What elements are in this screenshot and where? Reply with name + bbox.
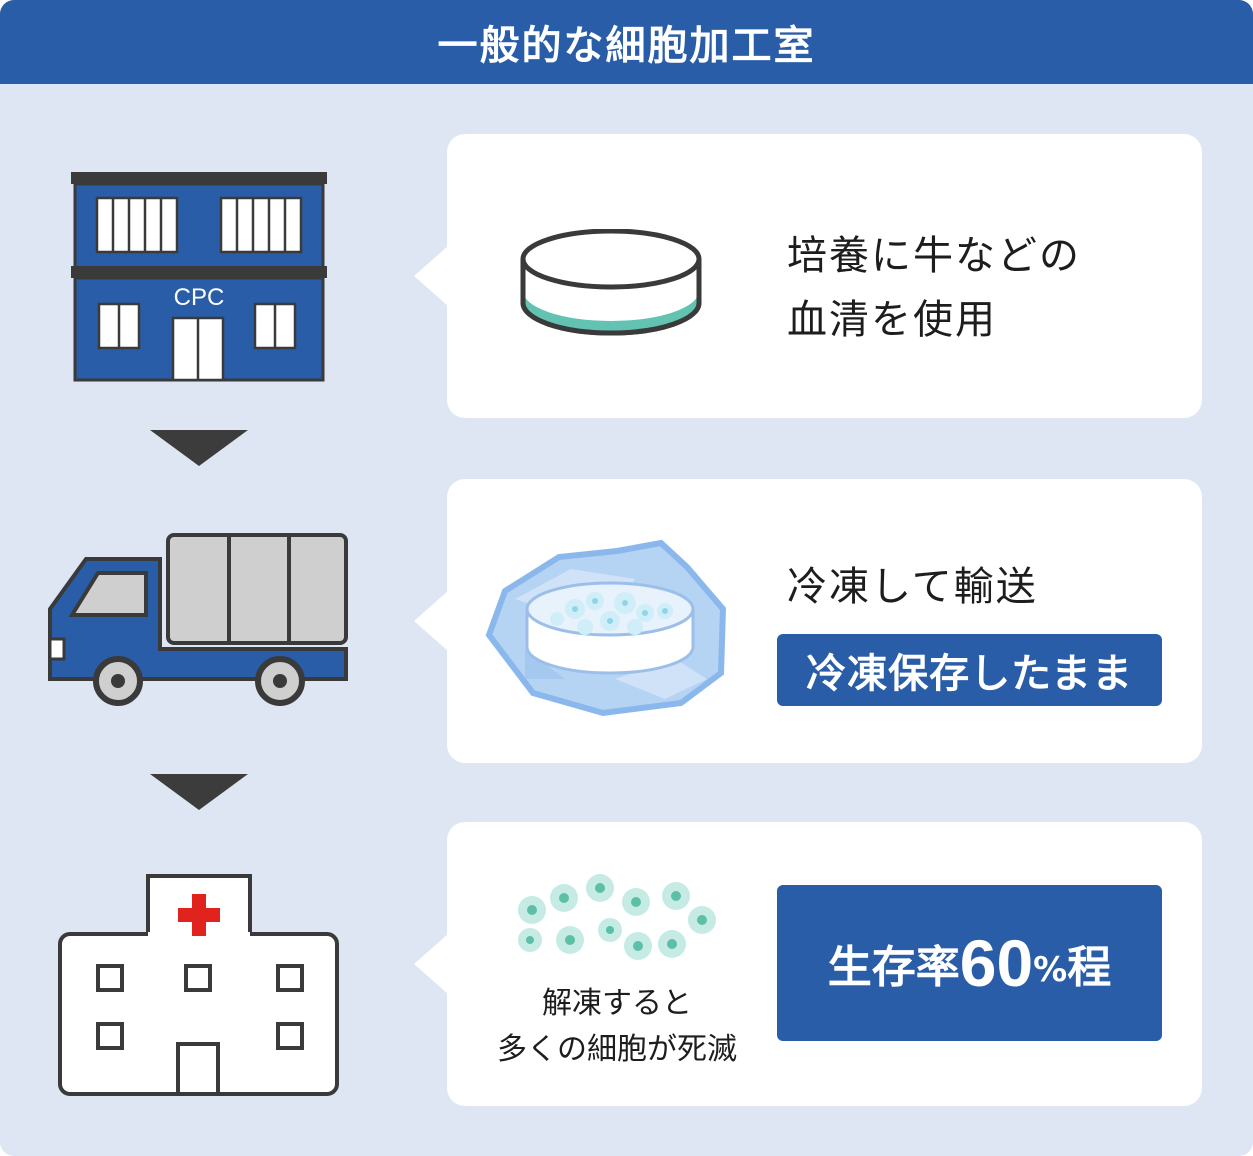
culture-text-line1: 培養に牛などの [787,233,1081,279]
panel-transport: 冷凍して輸送 冷凍保存したまま [414,479,1202,763]
frozen-storage-badge: 冷凍保存したまま [777,634,1162,706]
culture-text-line2: 血清を使用 [787,297,997,343]
down-arrow-2 [150,774,248,810]
panel-arrival: 解凍すると 多くの細胞が死滅 生存率 60 % 程 [414,822,1202,1106]
cpc-building-icon: CPC [71,172,327,382]
thaw-caption-line2: 多くの細胞が死滅 [497,1032,737,1067]
panel-pointer [414,591,448,651]
cells-icon [518,874,716,960]
petri-dish-icon [520,229,702,336]
survival-rate-suffix: 程 [1067,942,1112,993]
truck-icon [48,533,348,706]
panel-pointer [414,934,448,994]
frozen-dish-icon [485,539,727,717]
survival-rate-prefix: 生存率 [827,942,960,993]
down-arrow-1 [150,430,248,466]
header-title: 一般的な細胞加工室 [0,0,1253,84]
thaw-caption-line1: 解凍すると [542,986,692,1021]
transport-text: 冷凍して輸送 [787,564,1038,610]
panel-pointer [414,246,448,306]
hospital-icon [58,874,339,1096]
panel-culture: 培養に牛などの 血清を使用 [414,134,1202,418]
survival-rate-value: 60 [959,926,1034,1000]
cpc-label: CPC [174,284,225,311]
survival-rate-unit: % [1033,950,1068,990]
survival-rate-box: 生存率 60 % 程 [777,885,1162,1041]
